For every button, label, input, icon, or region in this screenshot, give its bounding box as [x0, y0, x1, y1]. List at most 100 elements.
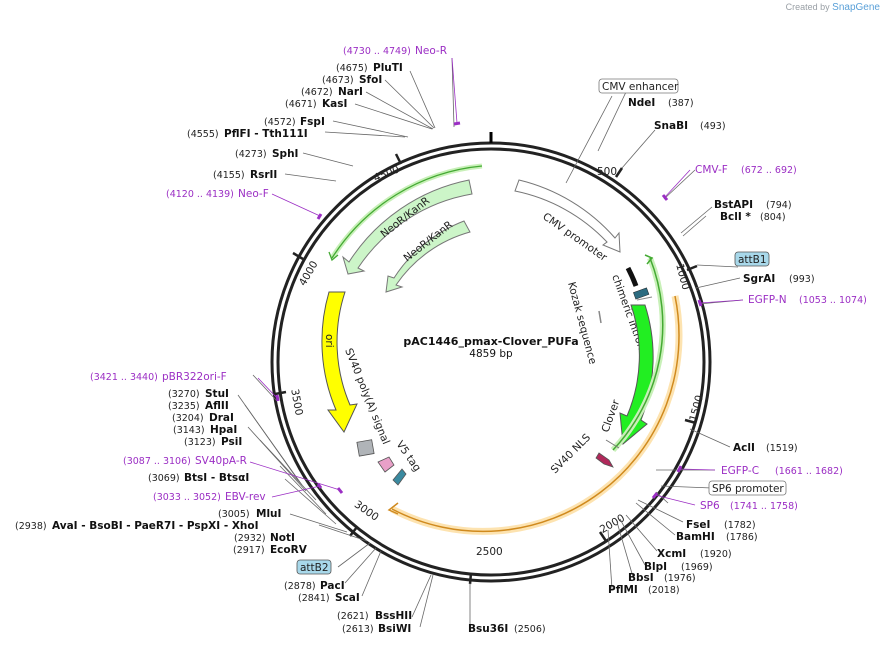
site-paci[interactable]: PacI — [320, 580, 345, 592]
backbone — [270, 132, 712, 583]
kozak-tick — [598, 310, 602, 324]
tick-label: 500 — [597, 166, 617, 178]
orange-arrow-head — [387, 502, 399, 515]
v5-tag-block[interactable] — [377, 456, 395, 473]
site-scai[interactable]: ScaI — [335, 592, 360, 604]
sv40-polya-block[interactable] — [356, 439, 375, 457]
site-ecorv[interactable]: EcoRV — [270, 544, 308, 556]
neor-outer-arrow[interactable] — [342, 179, 473, 275]
site-pflmi[interactable]: PflMI — [608, 584, 638, 596]
site-fspi[interactable]: FspI — [300, 116, 325, 128]
site-scai-pos: (2841) — [298, 593, 330, 604]
site-acli[interactable]: AclI — [733, 442, 755, 454]
leader-line — [324, 131, 406, 138]
leader-line — [597, 91, 627, 152]
site-bstapi[interactable]: BstAPI — [714, 199, 753, 211]
primer-leader — [654, 494, 696, 506]
cmv-enhancer-box[interactable] — [598, 78, 679, 94]
primer-pbr322ori-f[interactable]: pBR322ori-F — [162, 371, 227, 383]
site-stui[interactable]: StuI — [205, 388, 229, 400]
leader-line — [565, 95, 613, 184]
tick-label: 4000 — [297, 259, 321, 288]
nls-block[interactable] — [595, 452, 614, 468]
attb1-block[interactable] — [633, 287, 650, 300]
cmv-promoter-arrow[interactable] — [514, 179, 621, 253]
primer-leader — [257, 377, 278, 399]
site-sphi[interactable]: SphI — [272, 148, 298, 160]
backbone-inner-ring — [276, 147, 706, 577]
site-blpi[interactable]: BlpI — [644, 561, 667, 573]
site-rsrii[interactable]: RsrII — [250, 169, 277, 181]
primer-neo-f[interactable]: Neo-F — [238, 188, 269, 200]
site-sgrai[interactable]: SgrAI — [743, 273, 775, 285]
primer-sp6-pos: (1741 .. 1758) — [730, 501, 798, 512]
primer-ebv-rev[interactable]: EBV-rev — [225, 491, 266, 503]
leader-line — [689, 428, 731, 448]
site-bsshii[interactable]: BssHII — [375, 610, 412, 622]
attb2-box[interactable] — [296, 559, 332, 575]
leader-line — [365, 91, 434, 130]
leader-line — [419, 574, 434, 628]
primer-leader — [249, 461, 341, 491]
attb2-label: attB2 — [300, 562, 329, 574]
ori-label: ori — [323, 334, 335, 348]
attb2-inner-block[interactable] — [392, 468, 407, 486]
site-xcmi-pos: (1920) — [700, 549, 732, 560]
site-pluti[interactable]: PluTI — [373, 62, 403, 74]
site-fsei[interactable]: FseI — [686, 519, 710, 531]
site-bbsi[interactable]: BbsI — [628, 572, 654, 584]
tick-mark — [598, 531, 608, 542]
site-drai[interactable]: DraI — [209, 412, 234, 424]
site-kasi[interactable]: KasI — [322, 98, 347, 110]
site-psii[interactable]: PsiI — [221, 436, 242, 448]
site-sfoi[interactable]: SfoI — [359, 74, 382, 86]
attb1-box[interactable] — [734, 251, 770, 267]
primer-sp6[interactable]: SP6 — [700, 500, 720, 512]
neor-inner-arrow[interactable] — [385, 220, 471, 293]
site-hpai-pos: (3143) — [173, 425, 205, 436]
site-paci-pos: (2878) — [284, 581, 316, 592]
site-bsu36i[interactable]: Bsu36I — [468, 623, 508, 635]
tick-label: 3500 — [288, 388, 304, 416]
site-nari[interactable]: NarI — [338, 86, 363, 98]
primer-cmv-f[interactable]: CMV-F — [695, 164, 728, 176]
primer-neo-r[interactable]: Neo-R — [415, 45, 447, 57]
primer-leader — [451, 57, 458, 124]
tick-label: 3000 — [352, 499, 381, 524]
primer-ebv-rev-pos: (3033 .. 3052) — [153, 492, 221, 503]
primer-sv40pa-r[interactable]: SV40pA-R — [195, 455, 247, 467]
primer-egfp-c[interactable]: EGFP-C — [721, 465, 759, 477]
site-bstapi-pos: (794) — [766, 200, 792, 211]
v5-tag-label: V5 tag — [394, 439, 424, 474]
boxed-labels: CMV enhancer attB1 SP6 promoter attB2 — [296, 78, 787, 575]
site-xcmi[interactable]: XcmI — [657, 548, 686, 560]
site-bcli-pos: (804) — [760, 212, 786, 223]
tick-label: 4500 — [372, 163, 401, 184]
leader-line — [660, 485, 713, 489]
site-snabi[interactable]: SnaBI — [654, 120, 688, 132]
site-noti[interactable]: NotI — [270, 532, 295, 544]
site-avai-group[interactable]: AvaI - BsoBI - PaeR7I - PspXI - XhoI — [52, 520, 259, 532]
neor-frame-head — [328, 251, 339, 262]
primer-marker-cmv-f — [661, 194, 669, 201]
site-pflfi-group[interactable]: PflFI - Tth111I — [224, 128, 308, 140]
site-bcli[interactable]: BclI * — [720, 211, 751, 223]
tick-mark — [349, 526, 358, 537]
leader-line — [616, 521, 634, 578]
sp6-promoter-box[interactable] — [708, 480, 787, 496]
primer-egfp-n[interactable]: EGFP-N — [748, 294, 787, 306]
chimeric-intron-bar[interactable] — [625, 266, 639, 287]
site-bamhi[interactable]: BamHI — [676, 531, 715, 543]
site-mlui[interactable]: MluI — [256, 508, 281, 520]
site-aflii[interactable]: AflII — [205, 400, 229, 412]
plasmid-length: 4859 bp — [469, 348, 513, 360]
site-bsiwi[interactable]: BsiWI — [378, 623, 411, 635]
leader-line — [682, 215, 707, 237]
ori-arrow[interactable] — [321, 291, 358, 433]
site-hpai[interactable]: HpaI — [210, 424, 237, 436]
site-btsi[interactable]: BtsI - BtsαI — [184, 472, 249, 484]
site-ndei[interactable]: NdeI — [628, 97, 655, 109]
attb1-label: attB1 — [738, 254, 767, 266]
orange-arrow[interactable] — [391, 295, 680, 533]
site-ecorv-pos: (2917) — [233, 545, 265, 556]
